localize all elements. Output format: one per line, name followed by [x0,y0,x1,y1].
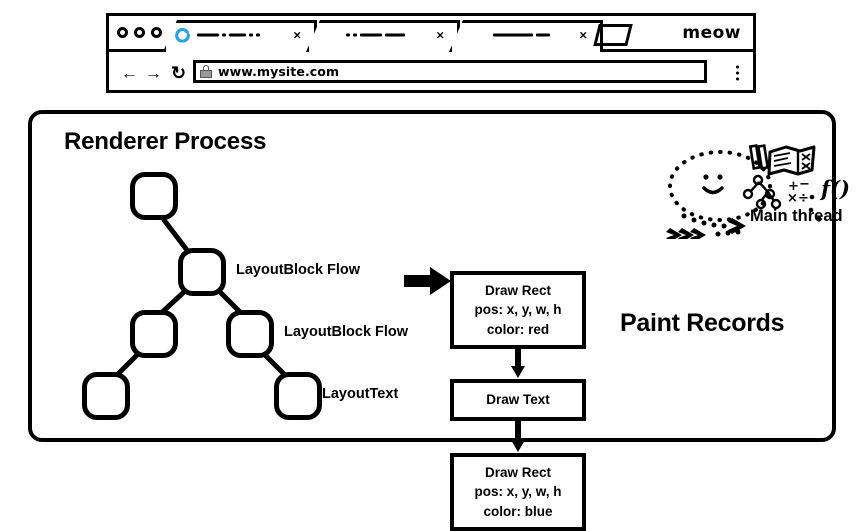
reload-icon[interactable]: ↻ [171,62,187,83]
main-thread-doodle: + − × ÷ f() [666,144,850,239]
tab-title-glyphs [493,33,550,36]
layout-tree: LayoutBlock Flow LayoutBlock Flow Layout… [72,164,408,420]
address-bar-url: www.mysite.com [218,64,340,79]
back-arrow-icon[interactable]: ← [121,63,138,82]
browser-window: × × × [106,13,756,93]
paint-record-box-1: Draw Rect pos: x, y, w, h color: red [450,271,586,349]
browser-tab-2[interactable]: × [306,20,460,52]
address-bar[interactable]: www.mysite.com [193,60,707,83]
tab-shape [306,20,460,52]
browser-toolbar: ← → ↻ www.mysite.com [109,52,753,93]
tree-node-block-1 [178,248,226,296]
open-book-icon [767,145,816,176]
window-control-maximize-icon[interactable] [151,27,162,38]
new-tab-button[interactable] [593,24,633,46]
svg-text:×: × [787,191,798,206]
paint-records-title: Paint Records [620,309,785,337]
tab-title-glyphs [346,33,405,36]
tree-node-text-1 [82,372,130,420]
renderer-process-panel: Renderer Process LayoutBlock Flow Layout… [28,110,850,531]
tree-node-block-2 [130,310,178,358]
books-icon [748,144,770,170]
paint-record-line: color: blue [483,503,553,519]
paint-record-line: Draw Text [486,392,550,408]
window-control-minimize-icon[interactable] [134,27,145,38]
forward-arrow-icon[interactable]: → [145,63,162,82]
browser-tab-1[interactable]: × [163,20,317,52]
screenshot-stage: × × × [28,13,850,531]
svg-text:÷: ÷ [798,191,809,206]
tree-node-text-2 [274,372,322,420]
paint-record-box-3: Draw Rect pos: x, y, w, h color: blue [450,453,586,531]
paint-record-line: Draw Rect [484,282,552,298]
tab-shape [449,20,603,52]
transform-right-arrow-icon [404,267,451,295]
main-thread-label: Main thread [750,207,843,225]
padlock-icon [200,65,212,78]
function-icon: f() [819,176,850,201]
window-controls[interactable] [117,27,162,38]
paint-record-connector-arrow-1 [511,349,525,378]
tree-node-block-3 [226,310,274,358]
tab-close-icon[interactable]: × [436,27,444,42]
browser-brand-label: meow [682,23,741,43]
browser-tab-3[interactable]: × [449,20,603,52]
blue-spinner-icon [175,27,190,42]
paint-record-line: color: red [486,321,550,337]
tab-strip: × × × [109,16,753,52]
window-control-close-icon[interactable] [117,27,128,38]
tree-label-0: LayoutBlock Flow [236,262,361,278]
chevron-arrows-icon [666,213,746,239]
tree-node-root [130,172,178,220]
paint-record-line: Draw Rect [484,464,552,480]
math-symbols-icon: + − × ÷ [787,177,822,222]
tree-label-2: LayoutText [322,386,399,402]
tab-title-glyphs [197,33,260,36]
svg-text:+: + [788,179,799,194]
paint-record-line: pos: x, y, w, h [474,302,562,318]
kebab-menu-icon[interactable] [736,65,739,80]
tree-label-1: LayoutBlock Flow [284,324,409,340]
smiley-face-icon [668,150,772,222]
paint-record-box-2: Draw Text [450,379,586,421]
tab-close-icon[interactable]: × [579,27,587,42]
page-title: Renderer Process [64,128,267,155]
svg-text:f(): f() [819,176,850,201]
tab-close-icon[interactable]: × [293,27,301,42]
node-graph-icon [742,174,782,210]
paint-record-line: pos: x, y, w, h [474,484,562,500]
svg-text:−: − [799,177,810,192]
paint-record-connector-arrow-2 [511,421,525,452]
